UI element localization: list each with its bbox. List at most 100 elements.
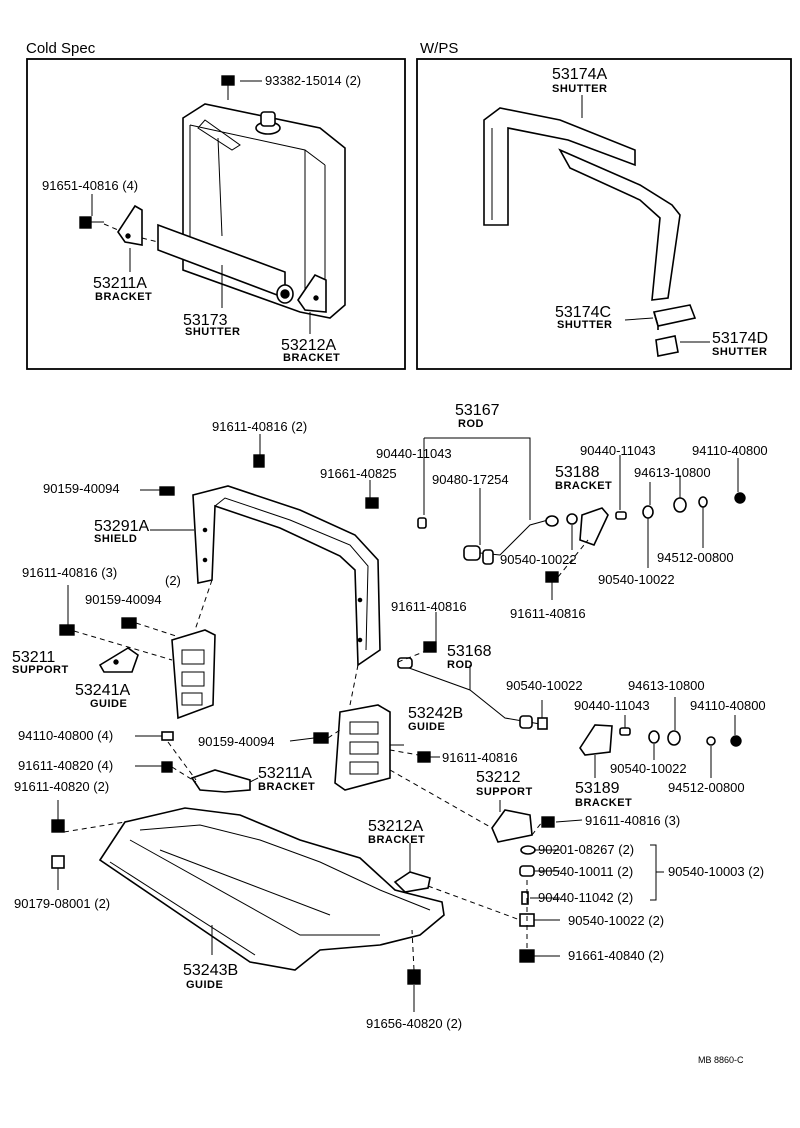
label-90159-b: 90159-40094: [85, 592, 162, 607]
label-90440-d: 90440-11042 (2): [538, 890, 633, 905]
label-53173-name: SHUTTER: [185, 326, 240, 338]
label-53243b-num: 53243B: [183, 962, 238, 979]
cold-spec-title: Cold Spec: [26, 40, 96, 57]
label-53167-name: ROD: [458, 418, 484, 430]
cold-spec-panel: [26, 58, 406, 370]
bracket-53211a-drawing: [117, 204, 143, 246]
label-53212a-main-name: BRACKET: [368, 834, 425, 846]
label-53174d-name: SHUTTER: [712, 346, 767, 358]
label-53211a-num: 53211A: [93, 275, 147, 292]
label-94512-a: 94512-00800: [657, 550, 734, 565]
label-91651: 91651-40816 (4): [42, 178, 138, 193]
support-53212-drawing: [491, 809, 533, 843]
guide-53243b-drawing: [98, 807, 445, 971]
shield-53291a-drawing: [192, 485, 381, 667]
label-53242b-name: GUIDE: [408, 721, 445, 733]
label-53189-name: BRACKET: [575, 797, 632, 809]
label-53188-num: 53188: [555, 464, 600, 481]
label-91611-c: 91611-40816 (3): [22, 565, 117, 580]
bracket-53211a-main-drawing: [190, 769, 251, 793]
label-53173-num: 53173: [183, 312, 228, 329]
label-53212a-name: BRACKET: [283, 352, 340, 364]
label-53211a-name: BRACKET: [95, 291, 152, 303]
label-90480: 90480-17254: [432, 472, 509, 487]
label-91661-b: 91661-40840 (2): [568, 948, 664, 963]
label-94613-a: 94613-10800: [634, 465, 711, 480]
label-91611-f: 91611-40820 (4): [18, 758, 113, 773]
label-90540-c: 90540-10022: [506, 678, 583, 693]
bolt-91651-icon: [79, 216, 104, 229]
label-53211a-main-name: BRACKET: [258, 781, 315, 793]
shutter-53174c-drawing: [652, 304, 697, 330]
bracket-53212a-main-drawing: [393, 871, 431, 893]
label-53168-num: 53168: [447, 643, 492, 660]
label-93382: 93382-15014 (2): [265, 73, 361, 88]
label-53189-num: 53189: [575, 780, 620, 797]
label-91611-b: 91611-40816: [510, 606, 586, 621]
label-94110-c: 94110-40800 (4): [18, 728, 113, 743]
figure-code: MB 8860-C: [698, 1055, 744, 1065]
label-90540-d: 90540-10022: [610, 761, 687, 776]
label-53174a-num: 53174A: [552, 66, 607, 83]
label-53174d-num: 53174D: [712, 330, 768, 347]
label-90540-g: 90540-10022 (2): [568, 913, 664, 928]
label-qty2: (2): [165, 573, 181, 588]
guide-53242b-drawing: [334, 704, 391, 791]
label-91611-h: 91611-40816 (3): [585, 813, 680, 828]
guide-53241a-drawing: [171, 629, 216, 720]
bracket-53189-drawing: [579, 724, 613, 756]
label-90159-c: 90159-40094: [198, 734, 275, 749]
label-90440-b: 90440-11043: [580, 443, 656, 458]
label-53211-num: 53211: [12, 649, 55, 666]
main-labels: 91611-40816 (2) 90159-40094 91661-40825 …: [12, 402, 768, 1065]
shutter-53174a-drawing: [483, 107, 681, 301]
label-90159-a: 90159-40094: [43, 481, 120, 496]
shutter-53173-drawing: [157, 223, 294, 304]
label-53212a-num: 53212A: [281, 337, 336, 354]
support-53211-drawing: [98, 647, 139, 673]
bracket-53188-drawing: [579, 507, 609, 546]
label-94512-b: 94512-00800: [668, 780, 745, 795]
label-90179: 90179-08001 (2): [14, 896, 110, 911]
label-53212a-main-num: 53212A: [368, 818, 423, 835]
label-53243b-name: GUIDE: [186, 979, 223, 991]
label-53168-name: ROD: [447, 659, 473, 671]
label-53212-name: SUPPORT: [476, 786, 533, 798]
label-94613-b: 94613-10800: [628, 678, 705, 693]
label-53291a-num: 53291A: [94, 518, 149, 535]
label-91661-a: 91661-40825: [320, 466, 397, 481]
label-91611-e: 91611-40816: [442, 750, 518, 765]
label-53211-name: SUPPORT: [12, 664, 69, 676]
label-91611-g: 91611-40820 (2): [14, 779, 109, 794]
rod-53167-drawing: [463, 515, 559, 565]
label-53241a-name: GUIDE: [90, 698, 127, 710]
label-91656: 91656-40820 (2): [366, 1016, 462, 1031]
label-53174c-num: 53174C: [555, 304, 611, 321]
wps-title: W/PS: [420, 40, 458, 57]
label-94110-a: 94110-40800: [692, 443, 768, 458]
wps-panel: [416, 58, 792, 370]
label-91611-d: 91611-40816: [391, 599, 467, 614]
label-53211a-main-num: 53211A: [258, 765, 312, 782]
label-53167-num: 53167: [455, 402, 500, 419]
label-53212-num: 53212: [476, 769, 521, 786]
label-90540-f: 90540-10003 (2): [668, 864, 764, 879]
label-90540-e: 90540-10011 (2): [538, 864, 633, 879]
label-53188-name: BRACKET: [555, 480, 612, 492]
label-53241a-num: 53241A: [75, 682, 130, 699]
label-53174c-name: SHUTTER: [557, 319, 612, 331]
label-90440-c: 90440-11043: [574, 698, 650, 713]
hardware-icons: [51, 454, 746, 985]
label-90440-a: 90440-11043: [376, 446, 452, 461]
label-94110-b: 94110-40800: [690, 698, 766, 713]
label-90201: 90201-08267 (2): [538, 842, 634, 857]
label-53174a-name: SHUTTER: [552, 83, 607, 95]
label-90540-b: 90540-10022: [598, 572, 675, 587]
label-53242b-num: 53242B: [408, 705, 463, 722]
bolt-93382-icon: [221, 75, 235, 100]
label-53291a-name: SHIELD: [94, 533, 137, 545]
label-90540-a: 90540-10022: [500, 552, 577, 567]
shutter-53174d-drawing: [655, 335, 679, 357]
leader-lines: [57, 434, 739, 1012]
